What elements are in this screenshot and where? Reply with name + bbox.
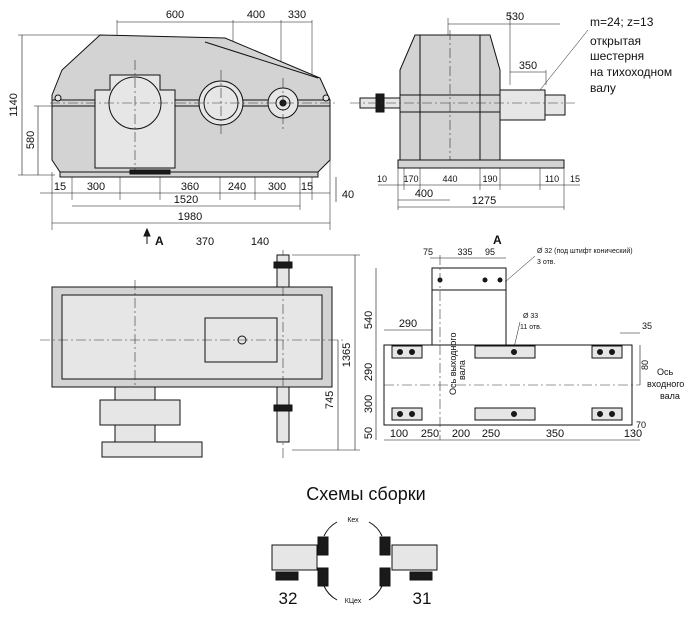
dim-580: 580 xyxy=(25,131,37,149)
dim-1275: 1275 xyxy=(472,195,496,207)
dim-75: 75 xyxy=(423,247,433,257)
hole-note-33: Ø 33 xyxy=(523,313,538,320)
input-shaft-axis-line3: вала xyxy=(660,391,680,401)
dim-370: 370 xyxy=(196,236,214,248)
dim-440: 440 xyxy=(442,174,457,184)
dim-290-left: 290 xyxy=(363,363,375,381)
dim-190: 190 xyxy=(482,174,497,184)
output-shaft-axis-line1: Ось выходного xyxy=(448,333,458,395)
dim-70: 70 xyxy=(636,420,646,430)
label-kcex: КЦех xyxy=(345,598,362,605)
dim-1140: 1140 xyxy=(8,93,20,117)
gear-note-line5: валу xyxy=(590,81,616,95)
foundation-plan: А Ø 32 (под штифт конический) 3 отв. Ø 3… xyxy=(363,233,684,441)
dim-1365: 1365 xyxy=(341,343,353,367)
dim-1520: 1520 xyxy=(174,194,198,206)
dim-240: 240 xyxy=(228,181,246,193)
dim-300-left: 300 xyxy=(363,395,375,413)
dim-80: 80 xyxy=(640,360,650,370)
dim-300-b: 300 xyxy=(268,181,286,193)
assembly-title: Схемы сборки xyxy=(306,484,425,504)
dim-745: 745 xyxy=(324,391,336,409)
dim-130: 130 xyxy=(624,428,642,440)
dim-170: 170 xyxy=(403,174,418,184)
input-shaft-end xyxy=(276,254,290,288)
dim-400: 400 xyxy=(247,9,265,21)
dim-290-top: 290 xyxy=(399,318,417,330)
front-view: 600 400 330 1140 580 xyxy=(8,9,354,248)
scheme-31-body xyxy=(391,544,438,571)
dim-95: 95 xyxy=(485,247,495,257)
dim-200: 200 xyxy=(452,428,470,440)
output-shaft-axis-line2: вала xyxy=(457,360,467,380)
gear-note-line3: шестерня xyxy=(590,49,644,63)
scheme-32-body xyxy=(271,544,318,571)
dim-335: 335 xyxy=(457,247,472,257)
dim-10: 10 xyxy=(377,174,387,184)
dim-1980: 1980 xyxy=(178,211,202,223)
section-mark-a-front: А xyxy=(155,234,164,248)
scheme-32-label: 32 xyxy=(279,589,298,608)
hole-note-33-count: 11 отв. xyxy=(520,324,542,331)
dim-600: 600 xyxy=(166,9,184,21)
dim-530: 530 xyxy=(506,11,524,23)
dim-400-side: 400 xyxy=(415,188,433,200)
scheme-31-label: 31 xyxy=(413,589,432,608)
foundation-pad-top xyxy=(431,267,507,291)
hole-note-32-count: 3 отв. xyxy=(537,259,556,266)
dim-350-bottom: 350 xyxy=(546,428,564,440)
dim-300-a: 300 xyxy=(87,181,105,193)
gear-note-line2: открытая xyxy=(590,34,641,48)
dim-15-right: 15 xyxy=(301,181,313,193)
side-view: 530 350 m=24; z=13 открытая шестерня на … xyxy=(350,11,672,210)
assembly-schemes: Схемы сборки Кех КЦех 32 31 xyxy=(271,484,438,608)
dim-360: 360 xyxy=(181,181,199,193)
dim-40: 40 xyxy=(342,189,354,201)
dim-250-a: 250 xyxy=(421,428,439,440)
gear-note-line4: на тихоходном xyxy=(590,65,672,79)
dim-100: 100 xyxy=(390,428,408,440)
dim-350: 350 xyxy=(519,60,537,72)
input-shaft-axis-line1: Ось xyxy=(657,367,674,377)
section-mark-a-foundation: А xyxy=(493,233,502,247)
dim-50-left: 50 xyxy=(363,427,375,439)
label-kex: Кех xyxy=(347,517,359,524)
plan-view: 370 140 1365 745 xyxy=(40,236,360,460)
input-shaft-axis-line2: входного xyxy=(647,379,684,389)
dim-15-left: 15 xyxy=(54,181,66,193)
dim-15-side: 15 xyxy=(570,174,580,184)
dim-140: 140 xyxy=(251,236,269,248)
dim-330: 330 xyxy=(288,9,306,21)
dim-250-b: 250 xyxy=(482,428,500,440)
dim-35: 35 xyxy=(642,321,652,331)
dim-110: 110 xyxy=(545,174,559,184)
hole-note-32: Ø 32 (под штифт конический) xyxy=(537,247,633,255)
gear-note-line1: m=24; z=13 xyxy=(590,15,654,29)
dim-540: 540 xyxy=(363,311,375,329)
